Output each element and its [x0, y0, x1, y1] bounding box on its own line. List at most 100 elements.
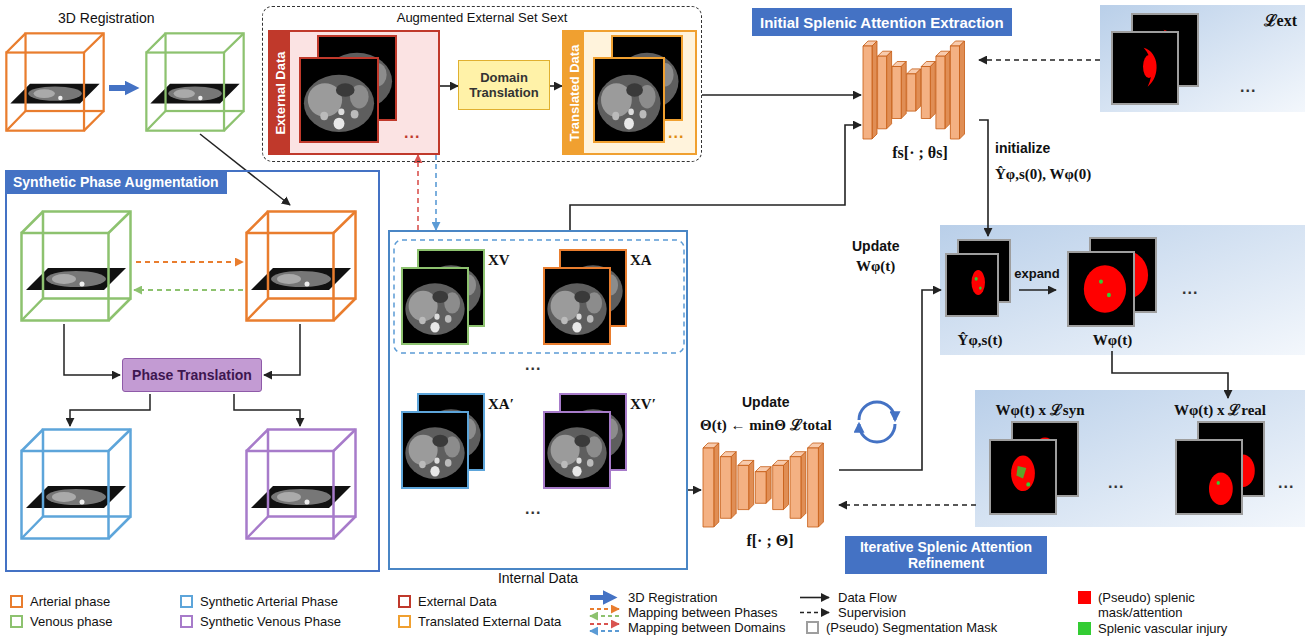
- free-label: Update: [742, 394, 789, 410]
- network-block: f[· ; Θ]: [701, 442, 839, 550]
- legend-text: 3D Registration: [628, 590, 718, 605]
- flow-arrow: [134, 289, 243, 291]
- connector: [979, 120, 988, 236]
- volume-cube: [247, 212, 356, 321]
- mask-stack: Wφ(t) x ℒreal: [1161, 398, 1279, 525]
- flow-arrow: [64, 324, 120, 375]
- panel-fill: [975, 390, 1305, 527]
- connector: [550, 85, 562, 87]
- flow-arrow: [234, 394, 300, 426]
- mask-image: [1068, 252, 1134, 326]
- node-label: f[· ; Θ]: [701, 532, 839, 550]
- augmentation-panel: Synthetic Phase AugmentationPhase Transl…: [5, 170, 380, 572]
- network-layer: [863, 46, 872, 139]
- edge-label: initialize: [995, 140, 1050, 156]
- free-label: Update: [852, 238, 899, 254]
- mask-image: [1112, 32, 1178, 104]
- legend-sample: [590, 615, 619, 617]
- network-layer: [738, 465, 749, 509]
- network-layer: [872, 41, 877, 139]
- mask-image: [946, 14, 1264, 514]
- legend-text: Venous phase: [30, 614, 112, 629]
- network-block: fs[· ; θs]: [861, 40, 979, 162]
- network-layer: [784, 460, 789, 509]
- free-label: ...: [1240, 78, 1256, 96]
- node-label: Domain Translation: [464, 70, 544, 100]
- flow-arrow: [109, 85, 132, 91]
- legend-sample: [590, 608, 619, 610]
- ct-image: [402, 412, 468, 488]
- legend-swatch: [180, 595, 193, 608]
- flow-arrow: [859, 424, 895, 442]
- legend-text: Synthetic Venous Phase: [200, 614, 341, 629]
- node-label: Ŷφ,s(t): [941, 332, 1019, 349]
- section-band: Initial Splenic Attention Extraction: [752, 8, 1012, 36]
- image-stack: XA: [540, 246, 680, 350]
- legend-swatch: [806, 621, 819, 634]
- network-layer: [808, 448, 819, 527]
- free-label: 3D Registration: [58, 10, 155, 26]
- mask-image: [1176, 440, 1242, 514]
- legend-text: (Pseudo) splenic mask/attention: [1098, 590, 1218, 620]
- network-layer: [714, 443, 719, 527]
- connector: [435, 155, 437, 230]
- network-layer: [749, 460, 754, 509]
- node-label: XA: [630, 252, 652, 269]
- network-layer: [766, 467, 771, 504]
- mask-stack: Wφ(t) x ℒsyn: [976, 398, 1104, 525]
- network-layer: [916, 69, 921, 111]
- legend-swatch: [1078, 591, 1091, 604]
- section-band: Iterative Splenic Attention Refinement: [845, 536, 1047, 574]
- connector: [1112, 351, 1228, 398]
- connector: [839, 504, 976, 506]
- legend-text: Mapping between Domains: [628, 620, 786, 635]
- panel-fill: [940, 225, 1305, 355]
- free-label: Θ(t) ← minΘ ℒtotal: [700, 414, 832, 434]
- node-label: XA′: [488, 396, 514, 413]
- legend-swatch: [398, 615, 411, 628]
- network-layer: [901, 62, 906, 119]
- panel-fill: [268, 30, 290, 155]
- node-label: Wφ(t): [1056, 332, 1169, 349]
- free-label: ...: [1182, 280, 1198, 298]
- legend-text: Synthetic Arterial Phase: [200, 594, 338, 609]
- legend-text: (Pseudo) Segmentation Mask: [826, 620, 997, 635]
- flow-arrow: [70, 394, 150, 426]
- mask-stack: Wφ(t): [1056, 236, 1169, 351]
- group-box: Augmented External Set SextExternal Data…: [262, 6, 702, 162]
- panel-fill: [394, 240, 684, 353]
- legend-text: External Data: [418, 594, 497, 609]
- free-label: Wφ(t): [856, 258, 895, 275]
- network-layer: [720, 457, 731, 519]
- mask-image: [946, 254, 998, 316]
- network-layer: [731, 452, 736, 519]
- edge-label: expand: [1014, 266, 1060, 281]
- legend-swatch: [180, 615, 193, 628]
- legend-swatch: [10, 595, 23, 608]
- ct-image: [594, 58, 664, 142]
- network-layer: [801, 452, 806, 519]
- flow-arrow: [264, 324, 300, 375]
- ct-image: [300, 36, 682, 488]
- network-layer: [945, 51, 950, 129]
- node-label: Wφ(t) x ℒsyn: [976, 399, 1104, 419]
- node-label: XV′: [630, 396, 656, 413]
- node-label: Iterative Splenic Attention Refinement: [851, 539, 1041, 571]
- free-label: ...: [668, 124, 684, 142]
- mask-image: [946, 254, 998, 316]
- legend-swatch: [10, 615, 23, 628]
- data-panel: Internal DataXVXAXA′XV′: [388, 230, 688, 570]
- mask-image: [990, 440, 1056, 514]
- network-layer: [930, 62, 935, 119]
- network-layer: [921, 67, 930, 119]
- node-label: fs[· ; θs]: [861, 144, 979, 162]
- panel-fill: [268, 5, 1305, 527]
- free-label: ...: [525, 500, 541, 518]
- ct-image: [402, 268, 468, 344]
- ct-image: [544, 412, 610, 488]
- node-label: Phase Translation: [132, 367, 252, 383]
- legend-swatch: [1078, 622, 1091, 635]
